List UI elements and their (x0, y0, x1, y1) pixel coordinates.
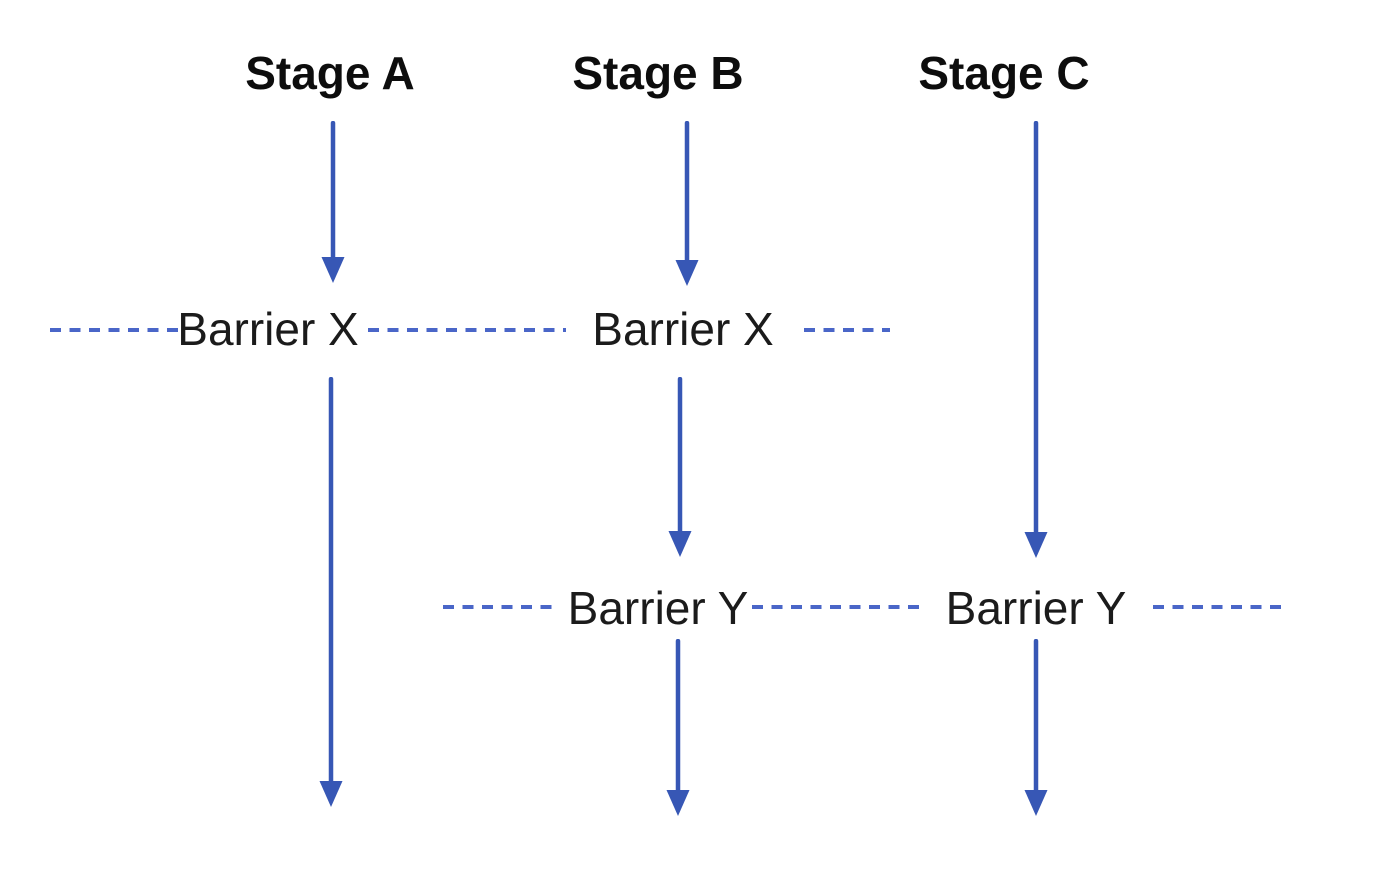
stage-a-arrow-upper (321, 121, 345, 283)
barrier-x-dash-right (804, 328, 890, 332)
arrow-head-icon (1024, 532, 1048, 558)
stage-a-label: Stage A (245, 47, 415, 99)
stage-b-label: Stage B (572, 47, 744, 99)
arrow-head-icon (675, 260, 699, 286)
arrow-head-icon (321, 257, 345, 283)
stage-c-arrow-upper (1024, 121, 1048, 558)
arrow-head-icon (319, 781, 343, 807)
barrier-y-dash-left (443, 605, 555, 609)
stage-c-arrow-lower (1024, 639, 1048, 816)
stage-b-arrow-middle (668, 377, 692, 557)
barrier-x-label-stage-b: Barrier X (592, 303, 774, 355)
barrier-x-dash-middle (368, 328, 566, 332)
stage-b-arrow-upper (675, 121, 699, 286)
arrow-head-icon (668, 531, 692, 557)
barrier-y-label-stage-c: Barrier Y (945, 582, 1127, 634)
barrier-y-dash-right (1153, 605, 1281, 609)
barrier-y-label-stage-b: Barrier Y (567, 582, 749, 634)
stage-b-arrow-lower (666, 639, 690, 816)
barrier-x-dash-left (50, 328, 178, 332)
barrier-x-label-stage-a: Barrier X (177, 303, 359, 355)
stage-a-arrow-lower (319, 377, 343, 807)
arrow-head-icon (666, 790, 690, 816)
barrier-y-dash-middle (752, 605, 924, 609)
arrow-head-icon (1024, 790, 1048, 816)
stage-c-label: Stage C (918, 47, 1090, 99)
